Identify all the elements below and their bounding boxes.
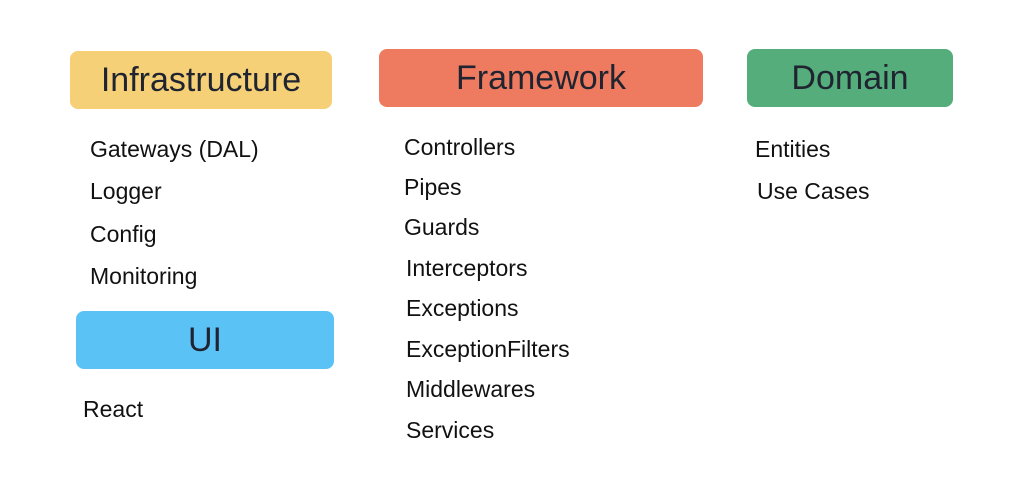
framework-item: Controllers bbox=[404, 134, 516, 160]
infrastructure-item: Gateways (DAL) bbox=[90, 136, 259, 162]
infrastructure-item: Config bbox=[90, 221, 157, 247]
framework-item: Guards bbox=[404, 214, 480, 240]
ui-item: React bbox=[83, 396, 144, 422]
framework-title: Framework bbox=[455, 58, 627, 97]
framework-item: Interceptors bbox=[406, 255, 528, 281]
infrastructure-title: Infrastructure bbox=[100, 60, 302, 99]
framework-item: Pipes bbox=[404, 174, 462, 200]
framework-header: Framework bbox=[379, 49, 703, 107]
ui-header: UI bbox=[76, 311, 334, 369]
infrastructure-item: Monitoring bbox=[90, 263, 198, 289]
domain-item: Use Cases bbox=[757, 178, 870, 204]
framework-item: ExceptionFilters bbox=[406, 336, 570, 362]
ui-title: UI bbox=[188, 320, 222, 359]
framework-item: Services bbox=[406, 417, 495, 443]
framework-item: Exceptions bbox=[406, 295, 519, 321]
domain-item: Entities bbox=[755, 136, 831, 162]
domain-title: Domain bbox=[791, 58, 909, 97]
infrastructure-header: Infrastructure bbox=[70, 51, 332, 109]
framework-item: Middlewares bbox=[406, 376, 536, 402]
domain-header: Domain bbox=[747, 49, 953, 107]
infrastructure-item: Logger bbox=[90, 178, 162, 204]
